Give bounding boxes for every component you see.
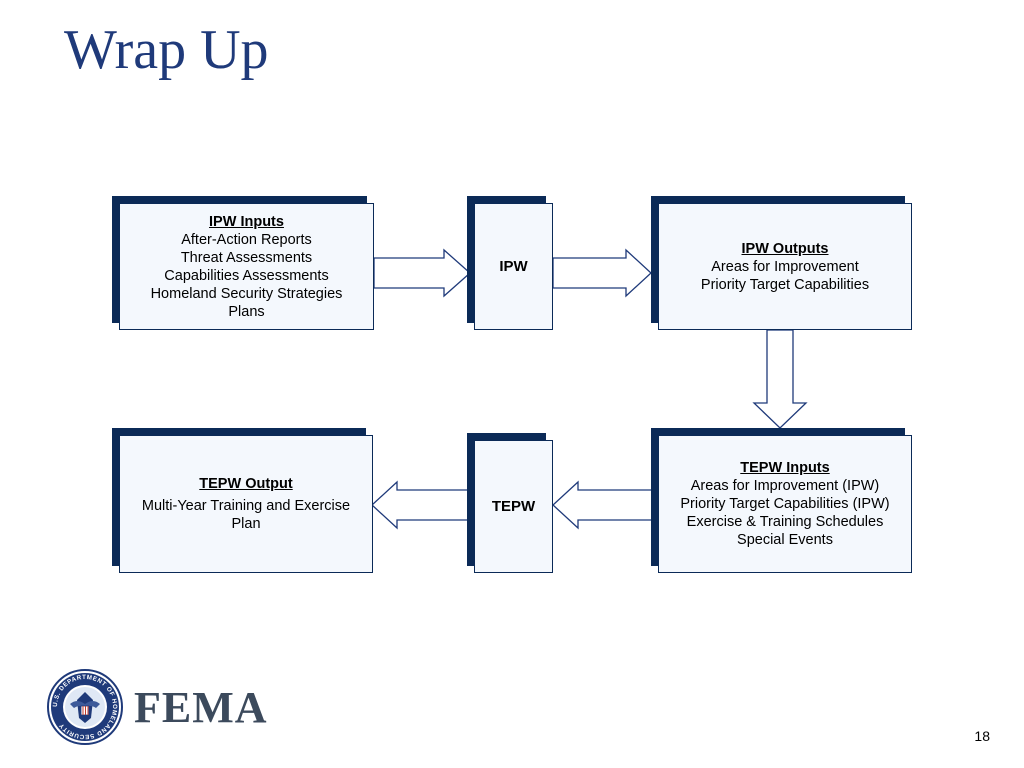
ipw-inputs-line: Threat Assessments [180, 249, 313, 266]
tepw-inputs-line: Exercise & Training Schedules [686, 514, 884, 530]
arrow-inputs-to-ipw [373, 248, 471, 298]
node-tepw: TEPW [474, 440, 553, 573]
tepw-inputs-line: Areas for Improvement (IPW) [690, 478, 880, 494]
node-ipw-inputs: IPW Inputs After-Action Reports Threat A… [119, 203, 374, 330]
page-number: 18 [974, 728, 990, 744]
node-tepw-inputs: TEPW Inputs Areas for Improvement (IPW) … [658, 435, 912, 573]
node-tepw-output: TEPW Output Multi-Year Training and Exer… [119, 435, 373, 573]
tepw-inputs-line: Special Events [737, 532, 833, 548]
arrow-ipw-to-outputs [552, 248, 652, 298]
ipw-inputs-line: Homeland Security Strategies [150, 285, 343, 302]
tepw-output-line: Multi-Year Training and Exercise [141, 498, 351, 514]
tepw-output-heading: TEPW Output [199, 476, 293, 492]
arrow-tepw-to-output [371, 480, 474, 530]
ipw-inputs-line: Plans [228, 303, 265, 320]
slide-title: Wrap Up [64, 19, 269, 81]
arrow-outputs-to-tepw-inputs [752, 329, 808, 429]
dhs-seal-icon: U.S. DEPARTMENT OF HOMELAND SECURITY [47, 669, 123, 745]
ipw-outputs-line: Areas for Improvement [711, 258, 859, 275]
tepw-inputs-heading: TEPW Inputs [740, 460, 830, 476]
ipw-outputs-heading: IPW Outputs [741, 240, 829, 257]
tepw-label: TEPW [491, 497, 536, 515]
node-ipw-outputs: IPW Outputs Areas for Improvement Priori… [658, 203, 912, 330]
ipw-inputs-heading: IPW Inputs [209, 213, 284, 230]
ipw-inputs-line: After-Action Reports [181, 231, 312, 248]
ipw-inputs-line: Capabilities Assessments [164, 267, 329, 284]
tepw-output-line: Plan [231, 516, 261, 532]
ipw-label: IPW [499, 258, 528, 275]
ipw-outputs-line: Priority Target Capabilities [700, 276, 870, 293]
tepw-inputs-line: Priority Target Capabilities (IPW) [680, 496, 890, 512]
fema-wordmark: FEMA [134, 683, 268, 732]
arrow-tepw-inputs-to-tepw [552, 480, 654, 530]
node-ipw: IPW [474, 203, 553, 330]
